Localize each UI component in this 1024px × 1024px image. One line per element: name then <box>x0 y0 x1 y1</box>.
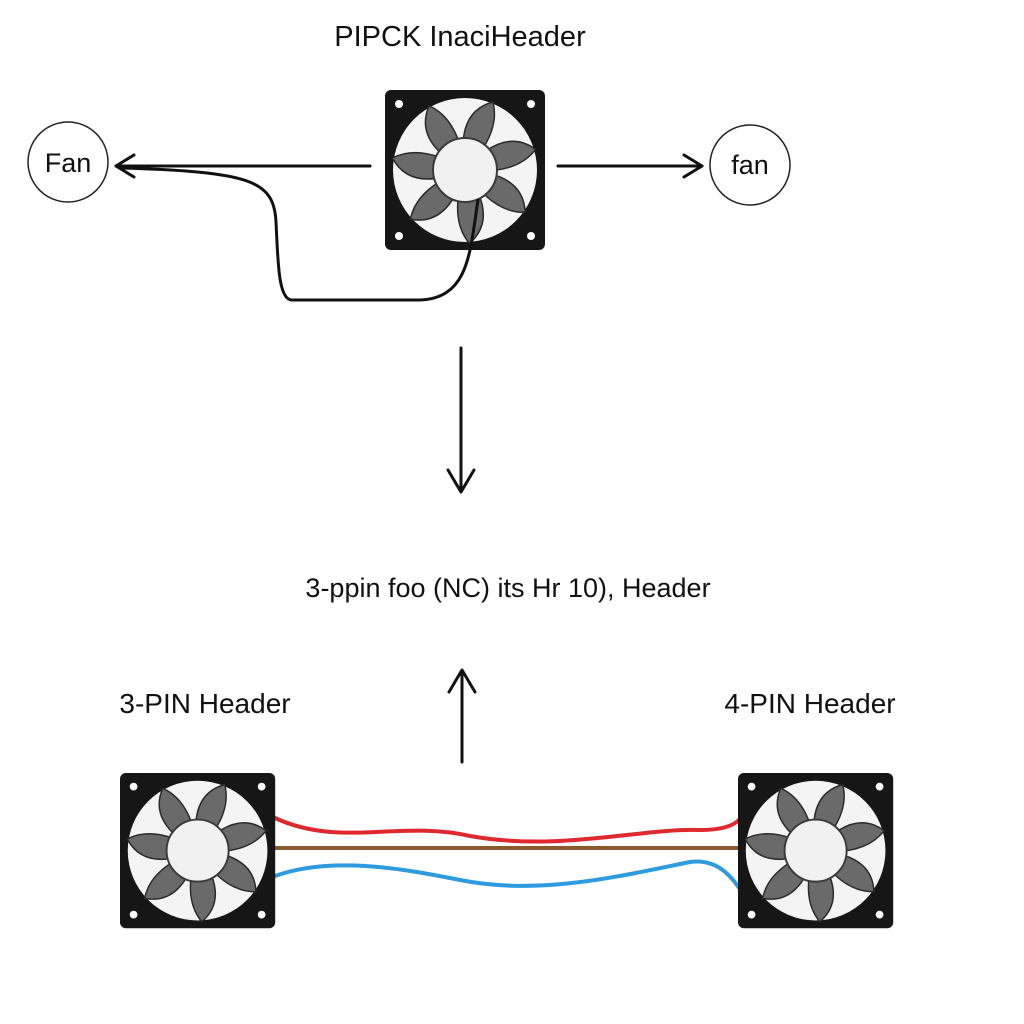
fan-cable <box>120 166 480 302</box>
arrow-to-right-fan <box>556 153 704 179</box>
fan-node-right-label: fan <box>731 150 769 180</box>
arrow-to-left-fan <box>114 153 372 179</box>
wire-blue <box>273 859 750 904</box>
fan-node-right: fan <box>709 124 791 206</box>
header-description: 3-ppin foo (NC) its Hr 10), Header <box>305 573 710 603</box>
header-label-3pin: 3-PIN Header <box>119 688 290 719</box>
fan-node-left-label: Fan <box>45 148 92 178</box>
wire-red <box>273 810 747 844</box>
diagram-title: PIPCK InaciHeader <box>334 21 586 53</box>
fan-icon <box>737 772 895 930</box>
header-label-4pin: 4-PIN Header <box>724 688 895 719</box>
arrow-up <box>447 668 477 764</box>
fan-icon <box>119 772 277 930</box>
fan-icon <box>384 89 546 251</box>
fan-node-left: Fan <box>27 121 109 203</box>
arrow-down <box>446 346 476 494</box>
